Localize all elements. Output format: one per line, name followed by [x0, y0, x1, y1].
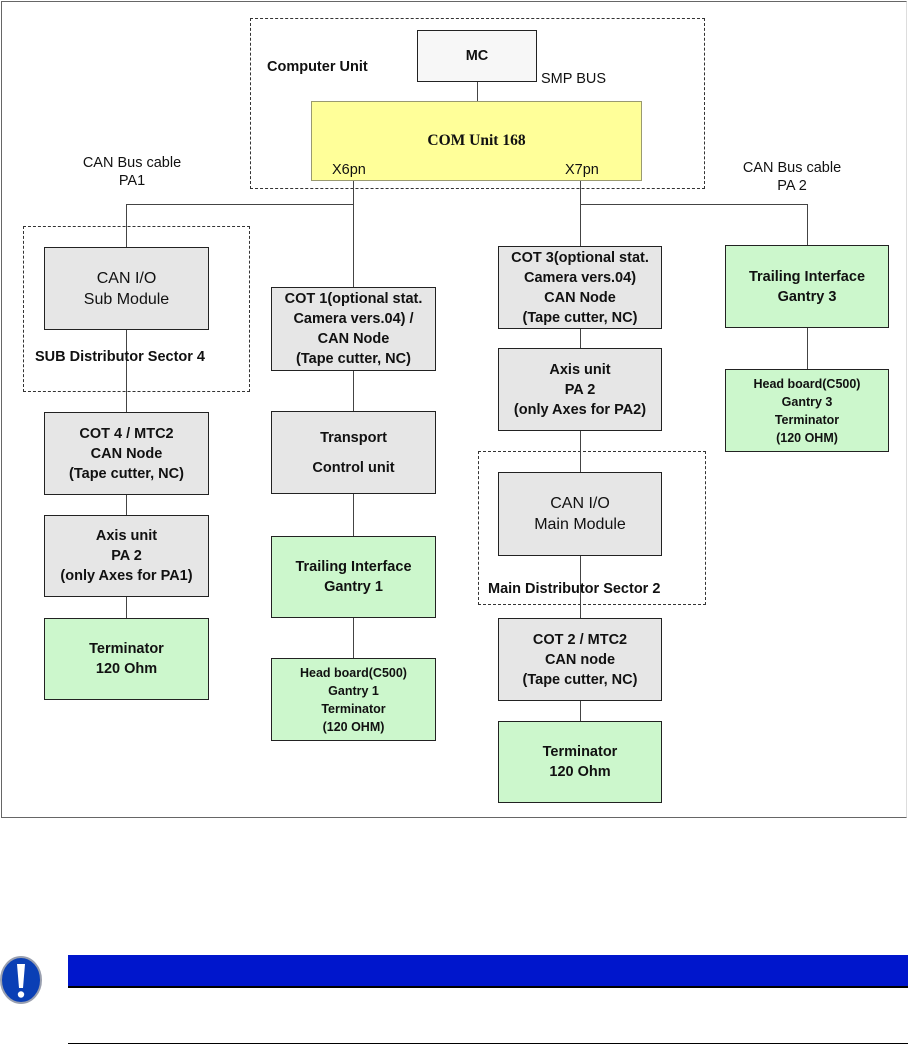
sub-distributor-label: SUB Distributor Sector 4 — [35, 349, 205, 365]
connector-x7pn-down — [580, 180, 581, 246]
node-line: CAN I/O — [96, 269, 157, 287]
node-line: CAN Node — [90, 445, 163, 462]
exclamation-icon — [0, 956, 46, 1004]
bus-pa1-horizontal — [126, 204, 354, 205]
head-board-g3-node: Head board(C500) Gantry 3 Terminator (12… — [725, 369, 889, 452]
node-line: Control unit — [312, 459, 395, 476]
connector-trailing-head-g3 — [807, 327, 808, 369]
axis-unit-pa2-node: Axis unit PA 2 (only Axes for PA2) — [498, 348, 662, 431]
cot4-node: COT 4 / MTC2 CAN Node (Tape cutter, NC) — [44, 412, 209, 495]
node-line: Gantry 1 — [328, 683, 379, 698]
sub-distributor-group — [23, 226, 250, 392]
label-line: CAN Bus cable — [742, 160, 842, 176]
connector-axis-term-left — [126, 596, 127, 618]
can-bus-pa2-label: CAN Bus cable PA 2 — [722, 159, 862, 195]
label-line: CAN Bus cable — [82, 155, 182, 171]
terminator-right-node: Terminator 120 Ohm — [498, 721, 662, 803]
mc-label: MC — [465, 48, 489, 64]
node-line: Terminator — [321, 701, 386, 716]
notice-header-bar — [68, 955, 908, 988]
node-line: Terminator — [774, 412, 840, 427]
smp-bus-label: SMP BUS — [541, 71, 607, 87]
com-unit-label: COM Unit 168 — [427, 132, 526, 149]
node-line: Head board(C500) — [300, 665, 407, 680]
node-line: Transport — [320, 429, 387, 446]
connector-x6pn-down — [353, 180, 354, 287]
notice-bottom-rule — [68, 1043, 908, 1044]
label-line: PA 2 — [777, 178, 807, 194]
node-line: Gantry 1 — [324, 579, 383, 595]
main-distributor-group — [478, 451, 706, 605]
node-line: (Tape cutter, NC) — [296, 351, 411, 367]
label-line: PA1 — [118, 173, 146, 189]
computer-unit-label: Computer Unit — [267, 59, 368, 75]
node-line: COT 3(optional stat. — [511, 249, 649, 266]
computer-unit-group — [250, 18, 705, 189]
node-line: (only Axes for PA2) — [513, 401, 647, 418]
node-line: COT 2 / MTC2 — [532, 631, 628, 648]
node-line: PA 2 — [564, 381, 596, 398]
node-line: (only Axes for PA1) — [60, 568, 193, 584]
node-line: (Tape cutter, NC) — [522, 309, 638, 326]
main-distributor-label: Main Distributor Sector 2 — [488, 581, 661, 597]
node-line: PA 2 — [111, 548, 142, 564]
notice-body — [68, 995, 908, 1035]
connector-mc-com — [477, 81, 478, 101]
cot2-node: COT 2 / MTC2 CAN node (Tape cutter, NC) — [498, 618, 662, 701]
x7pn-label: X7pn — [565, 162, 599, 178]
node-line: Sub Module — [83, 290, 170, 308]
connector-canio-cot2 — [580, 555, 581, 618]
can-io-main-module: CAN I/O Main Module — [498, 472, 662, 556]
connector-sub-cot4 — [126, 329, 127, 412]
connector-cot1-transport — [353, 370, 354, 411]
mc-node: MC — [417, 30, 537, 82]
node-line: Main Module — [534, 516, 626, 533]
connector-cot2-term-right — [580, 700, 581, 721]
bus-pa2-down — [807, 204, 808, 245]
cot1-node: COT 1(optional stat. Camera vers.04) / C… — [271, 287, 436, 371]
node-line: Head board(C500) — [753, 376, 861, 391]
can-io-sub-module: CAN I/O Sub Module — [44, 247, 209, 330]
connector-trailing-head-g1 — [353, 617, 354, 658]
head-board-g1-node: Head board(C500) Gantry 1 Terminator (12… — [271, 658, 436, 741]
node-line: CAN I/O — [550, 495, 610, 512]
node-line: Trailing Interface — [295, 559, 412, 575]
node-line: COT 1(optional stat. — [284, 291, 423, 307]
node-line: Terminator — [89, 641, 164, 657]
node-line: (120 OHM) — [776, 430, 838, 445]
bus-pa2-horizontal — [580, 204, 808, 205]
connector-axis-canio — [580, 430, 581, 472]
node-line: Camera vers.04) — [523, 269, 637, 286]
node-line: Gantry 3 — [777, 288, 837, 305]
connector-cot3-axis — [580, 328, 581, 348]
node-line: COT 4 / MTC2 — [79, 425, 174, 442]
connector-transport-trailing — [353, 493, 354, 536]
node-line: Camera vers.04) / — [293, 311, 414, 327]
node-line: (Tape cutter, NC) — [522, 671, 638, 688]
transport-control-node: Transport Control unit — [271, 411, 436, 494]
trailing-interface-g1-node: Trailing Interface Gantry 1 — [271, 536, 436, 618]
terminator-left-node: Terminator 120 Ohm — [44, 618, 209, 700]
node-line: (Tape cutter, NC) — [69, 465, 184, 482]
node-line: Gantry 3 — [781, 394, 833, 409]
node-line: CAN Node — [544, 289, 616, 306]
bus-pa1-down — [126, 204, 127, 247]
cot3-node: COT 3(optional stat. Camera vers.04) CAN… — [498, 246, 662, 329]
can-bus-pa1-label: CAN Bus cable PA1 — [62, 154, 202, 190]
diagram-frame — [1, 1, 907, 818]
node-line: Axis unit — [549, 361, 611, 378]
node-line: Terminator — [542, 744, 618, 760]
node-line: 120 Ohm — [549, 764, 611, 780]
trailing-interface-g3-node: Trailing Interface Gantry 3 — [725, 245, 889, 328]
connector-cot4-axis — [126, 494, 127, 515]
node-line: Trailing Interface — [748, 268, 866, 285]
node-line: CAN node — [544, 651, 616, 668]
node-line: CAN Node — [317, 331, 390, 347]
axis-unit-pa1-node: Axis unit PA 2 (only Axes for PA1) — [44, 515, 209, 597]
com-unit-node: COM Unit 168 — [311, 101, 642, 181]
x6pn-label: X6pn — [332, 162, 366, 178]
node-line: (120 OHM) — [322, 719, 385, 734]
node-line: 120 Ohm — [95, 661, 158, 677]
node-line: Axis unit — [95, 528, 158, 544]
